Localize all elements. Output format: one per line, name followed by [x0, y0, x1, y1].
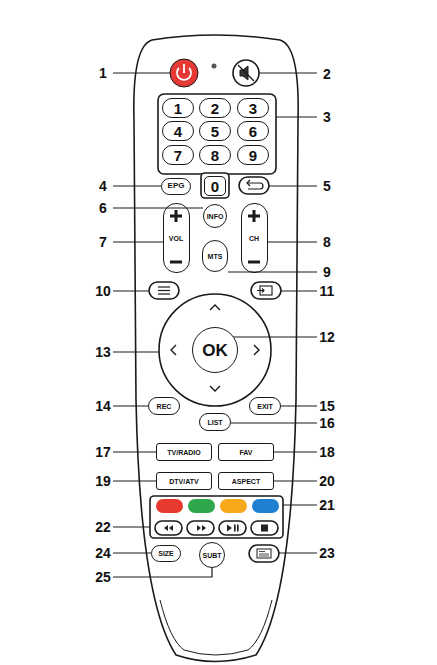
mts-button: MTS [202, 240, 228, 272]
button-label: EPG [168, 182, 185, 190]
button-label: TV/RADIO [167, 449, 200, 456]
digit-button: 7 [162, 145, 194, 165]
info-button: INFO [203, 204, 227, 228]
digit-button: 3 [237, 98, 269, 118]
button-label: SUBT [202, 552, 221, 559]
button-label: VOL [169, 235, 183, 242]
callout-number: 17 [95, 444, 111, 460]
callout-number: 19 [95, 473, 111, 489]
callout-number: 20 [319, 473, 335, 489]
digit-button: 2 [199, 98, 231, 118]
button-label: OK [202, 342, 228, 359]
button-label: ASPECT [232, 478, 260, 485]
epg-button: EPG [161, 178, 191, 195]
callout-number: 15 [319, 398, 335, 414]
button-label: 3 [249, 101, 257, 116]
button-label: EXIT [257, 403, 273, 410]
digit-button: 1 [162, 98, 194, 118]
button-label: 9 [249, 148, 257, 163]
ok-button: OK [192, 327, 238, 373]
button-label: 5 [211, 124, 219, 139]
rec-button: REC [148, 397, 180, 415]
button-label: 4 [174, 124, 182, 139]
button-label: CH [249, 235, 259, 242]
tv-radio-button: TV/RADIO [156, 443, 212, 461]
callout-number: 13 [95, 344, 111, 360]
callout-number: 16 [319, 415, 335, 431]
callout-number: 2 [323, 66, 331, 82]
button-label: SIZE [158, 550, 174, 557]
callout-number: 23 [319, 545, 335, 561]
button-label: 1 [174, 101, 182, 116]
digit-button: 6 [237, 121, 269, 141]
callout-number: 1 [99, 65, 107, 81]
callout-number: 14 [95, 398, 111, 414]
callout-number: 8 [323, 234, 331, 250]
callout-number: 22 [95, 519, 111, 535]
button-label: LIST [207, 419, 222, 426]
digit-button: 8 [199, 145, 231, 165]
fav-button: FAV [218, 443, 274, 461]
button-label: 2 [211, 101, 219, 116]
digit-button: 0 [204, 176, 226, 196]
callout-number: 3 [323, 109, 331, 125]
callout-number: 21 [319, 497, 335, 513]
button-label: MTS [208, 253, 223, 260]
size-button: SIZE [151, 545, 181, 562]
callout-number: 7 [99, 234, 107, 250]
callout-number: 5 [323, 178, 331, 194]
callout-number: 11 [320, 283, 335, 299]
callout-number: 6 [99, 200, 107, 216]
button-label: 8 [211, 148, 219, 163]
subt-button: SUBT [199, 542, 225, 568]
callout-number: 12 [319, 329, 335, 345]
button-label: INFO [207, 213, 224, 220]
volume-rocker: VOL [163, 203, 190, 273]
callout-number: 9 [323, 264, 331, 280]
button-label: FAV [239, 449, 252, 456]
button-label: 6 [249, 124, 257, 139]
digit-button: 9 [237, 145, 269, 165]
callout-number: 4 [99, 178, 107, 194]
callout-number: 24 [95, 545, 111, 561]
button-label: REC [157, 403, 172, 410]
list-button: LIST [199, 413, 231, 431]
channel-rocker: CH [241, 203, 268, 273]
digit-button: 4 [162, 121, 194, 141]
callout-number: 18 [319, 444, 335, 460]
callout-number: 10 [95, 283, 111, 299]
exit-button: EXIT [249, 397, 281, 415]
button-label: DTV/ATV [169, 478, 198, 485]
aspect-button: ASPECT [218, 472, 274, 490]
callout-number: 25 [95, 569, 111, 585]
button-label: 7 [174, 148, 182, 163]
button-label: 0 [211, 179, 219, 194]
dtv-atv-button: DTV/ATV [156, 472, 212, 490]
digit-button: 5 [199, 121, 231, 141]
